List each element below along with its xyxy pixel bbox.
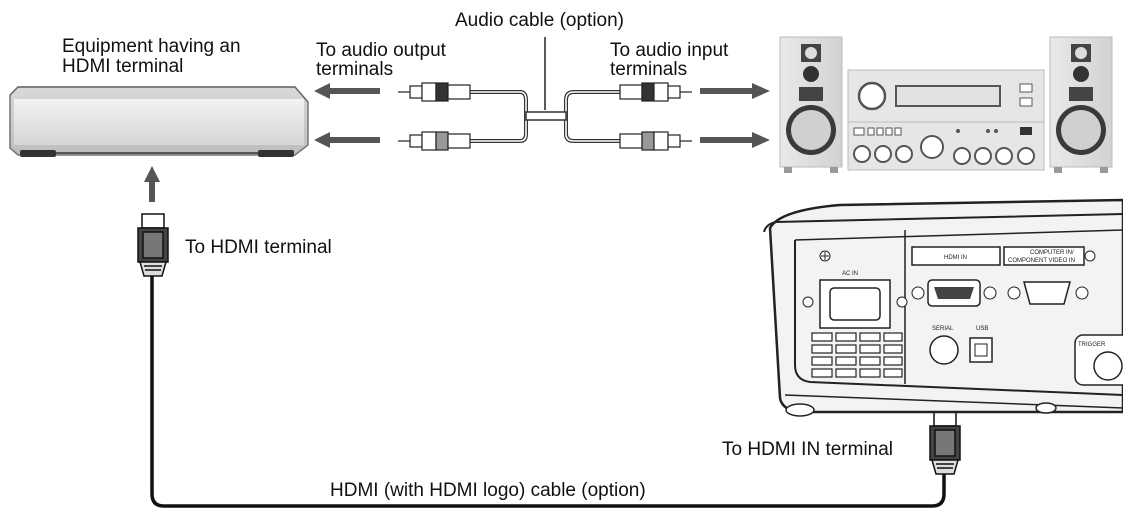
equipment-label-line1: Equipment having an xyxy=(62,36,241,57)
amplifier xyxy=(847,69,1045,171)
left-speaker xyxy=(779,36,843,173)
ac-in-label: AC IN xyxy=(842,271,858,277)
projector: AC IN HDMI IN COMPUTER IN/ COMPONENT VID… xyxy=(763,198,1123,417)
audio-output-label-line1: To audio output xyxy=(316,40,446,61)
rca-plug-right-top xyxy=(619,82,692,102)
trigger-label: TRIGGER xyxy=(1078,342,1106,348)
hdmi-cable-label: HDMI (with HDMI logo) cable (option) xyxy=(330,480,646,501)
right-speaker xyxy=(1049,36,1113,173)
usb-label: USB xyxy=(976,326,988,332)
rca-plug-right-bottom xyxy=(619,131,692,151)
hdmi-cable xyxy=(150,272,946,508)
audio-output-arrows xyxy=(314,83,380,148)
hdmi-plug-right xyxy=(929,411,961,475)
serial-label: SERIAL xyxy=(932,326,954,332)
hdmi-plug-left xyxy=(137,213,169,277)
audio-input-label-line1: To audio input xyxy=(610,40,729,61)
audio-cable xyxy=(470,37,620,143)
audio-input-arrows xyxy=(700,83,770,148)
rca-plug-left-top xyxy=(398,82,471,102)
hdmi-equipment-box xyxy=(9,86,309,157)
audio-cable-label: Audio cable (option) xyxy=(455,10,624,31)
stereo-system xyxy=(779,36,1113,173)
audio-input-label-line2: terminals xyxy=(610,59,688,80)
audio-output-label-line2: terminals xyxy=(316,59,394,80)
hdmi-in-label: HDMI IN xyxy=(944,255,967,261)
rca-plug-left-bottom xyxy=(398,131,471,151)
equipment-label-line2: HDMI terminal xyxy=(62,56,184,77)
up-arrow-to-equipment xyxy=(144,166,160,202)
computer-in-label: COMPUTER IN/ xyxy=(1030,250,1074,256)
to-hdmi-terminal-label: To HDMI terminal xyxy=(185,237,332,258)
component-video-in-label: COMPONENT VIDEO IN xyxy=(1008,258,1075,264)
to-hdmi-in-terminal-label: To HDMI IN terminal xyxy=(722,439,894,460)
